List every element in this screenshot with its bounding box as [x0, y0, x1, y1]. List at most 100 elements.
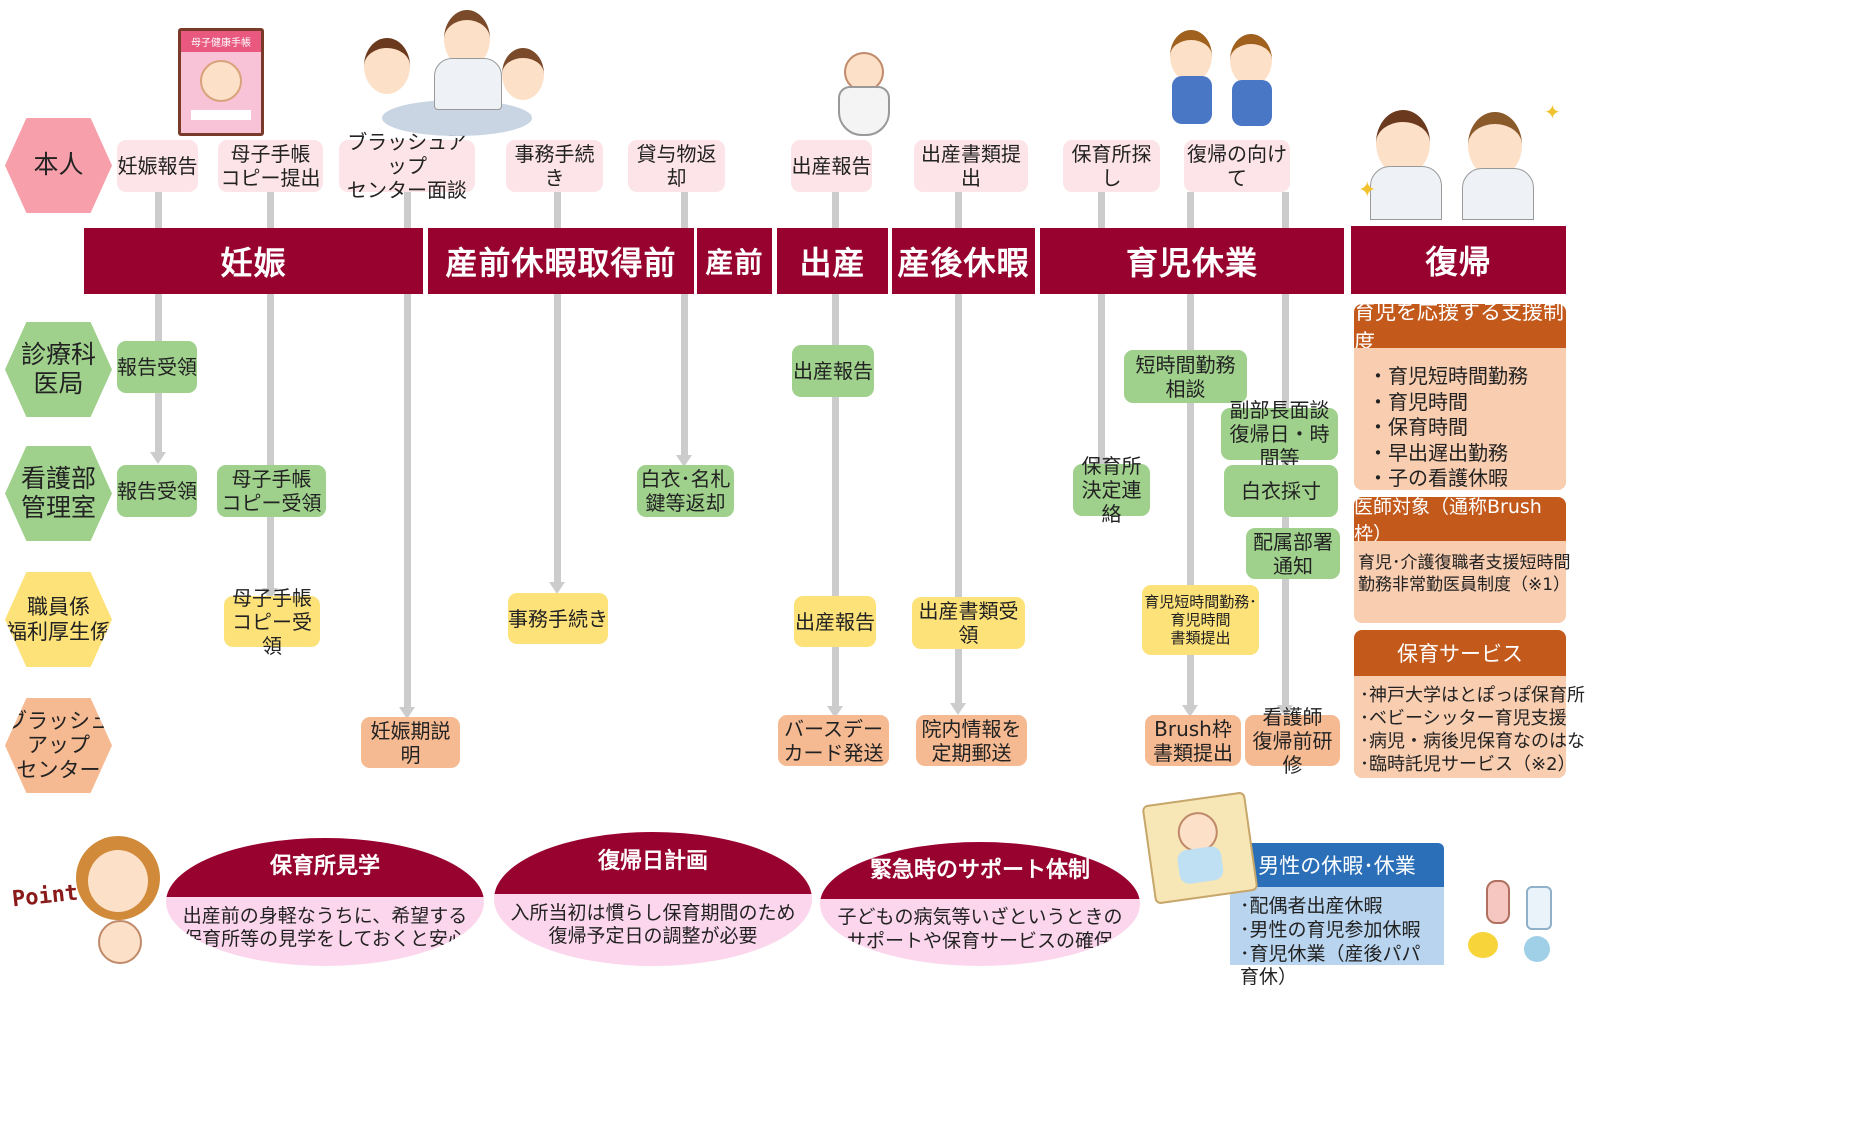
task-label: 短時間勤務 相談: [1135, 352, 1236, 401]
support-item: ・保育時間: [1368, 415, 1468, 440]
support-ikuji-title: 育児を応援する支援制度: [1354, 300, 1566, 354]
support-item: ･病児・病後児保育なのはな: [1360, 731, 1585, 753]
male-leave-item: ･配偶者出産休暇: [1240, 895, 1383, 917]
task-label: バースデー カード発送: [783, 716, 884, 765]
baby-face-small: [98, 920, 142, 964]
role-shinryo-label: 診療科 医局: [20, 339, 96, 398]
role-honnin-label: 本人: [33, 150, 84, 180]
task-label: 事務手続き: [508, 606, 608, 631]
task-label: Brush枠 書類提出: [1153, 716, 1233, 765]
staff-body-center: [434, 58, 502, 110]
support-item: ･ベビーシッター育児支援: [1360, 708, 1567, 730]
oval-line: 入所当初は慣らし保育期間のため: [510, 901, 796, 924]
brush-task-birthday-card: バースデー カード発送: [778, 715, 889, 766]
task-label: 副部長面談 復帰日・時間等: [1229, 398, 1330, 470]
baby-face: [844, 52, 884, 92]
phase-sanzen: 産前: [697, 228, 772, 294]
children-illustration: [1158, 20, 1288, 132]
role-shokuin-label: 職員係 福利厚生係: [6, 595, 111, 644]
oval-line: 出産前の身軽なうちに、希望する: [182, 904, 468, 927]
male-leave-list: ･配偶者出産休暇･男性の育児参加休暇･育児休業（産後パパ育休）: [1230, 887, 1444, 988]
kango-task-houkoku-juryo: 報告受領: [117, 465, 197, 517]
brush-task-kangoshi-kenshu: 看護師 復帰前研修: [1245, 705, 1340, 777]
oval-title: 保育所見学: [269, 854, 380, 880]
male-leave-title: 男性の休暇･休業: [1230, 843, 1444, 887]
support-ikuji-title-text: 育児を応援する支援制度: [1354, 300, 1564, 354]
kango-task-haizoku-tsuchi: 配属部署 通知: [1246, 528, 1340, 579]
phase-shussan: 出産: [777, 228, 888, 294]
honnin-task-jimu: 事務手続き: [506, 140, 603, 192]
shokuin-task-shussan-houkoku: 出産報告: [794, 596, 876, 647]
phase-sanzen-label: 産前: [705, 246, 764, 279]
support-item: ・早出遅出勤務: [1368, 440, 1508, 465]
shokuin-task-ikuji-shorui: 育児短時間勤務･ 育児時間 書類提出: [1142, 585, 1259, 655]
shinryo-task-houkoku-juryo: 報告受領: [117, 341, 197, 393]
task-label: 出産報告: [793, 359, 873, 383]
shokuin-task-jimu: 事務手続き: [508, 593, 608, 644]
male-leave-item: ･男性の育児参加休暇: [1240, 918, 1421, 941]
oval-header: [494, 832, 812, 894]
support-hoiku-list: ･神戸大学はとぽっぽ保育所･ベビーシッター育児支援･病児・病後児保育なのはな･臨…: [1354, 676, 1585, 778]
nurse-body-left: [1370, 166, 1442, 220]
phase-sango: 産後休暇: [892, 228, 1035, 294]
oval-line: 保育所等の見学をしておくと安心: [183, 928, 467, 951]
role-kango: 看護部 管理室: [5, 446, 112, 541]
support-item: 勤務非常勤医員制度（※1）: [1358, 574, 1571, 595]
connector-arrow: [1182, 705, 1198, 717]
brush-task-innai-joho: 院内情報を 定期郵送: [916, 715, 1027, 766]
connector-line: [267, 192, 274, 592]
male-leave-item: ･育児休業（産後パパ育休）: [1240, 942, 1421, 989]
task-label: 白衣･名札 鍵等返却: [640, 467, 731, 515]
child-face-right: [1230, 34, 1272, 86]
task-label: 母子手帳 コピー提出: [220, 142, 321, 190]
mother-baby-illustration: [70, 830, 166, 965]
honnin-task-shussan-houkoku: 出産報告: [791, 140, 872, 192]
connector-line: [955, 192, 962, 706]
support-item: ･臨時託児サービス（※2）: [1360, 754, 1576, 776]
kango-task-fukubuchou-mendan: 副部長面談 復帰日・時間等: [1221, 398, 1338, 470]
task-label: 白衣採寸: [1241, 479, 1321, 503]
staff-face-right: [502, 48, 544, 100]
task-label: 復帰の向けて: [1187, 142, 1287, 190]
phase-ninshin: 妊娠: [84, 228, 423, 294]
phase-ikuji-label: 育児休業: [1125, 244, 1258, 282]
connector-line: [1098, 192, 1105, 460]
task-label: 報告受領: [117, 355, 197, 379]
task-label: 母子手帳 コピー受領: [232, 585, 312, 658]
oval-header: [166, 838, 484, 897]
connector-arrow: [950, 703, 966, 715]
child-body-left: [1172, 76, 1212, 124]
task-label: 貸与物返却: [636, 142, 717, 190]
support-hoiku-title: 保育サービス: [1354, 630, 1566, 676]
role-honnin: 本人: [5, 118, 112, 213]
kango-task-hakui-saisun: 白衣採寸: [1224, 465, 1338, 517]
connector-line: [155, 192, 162, 454]
honnin-task-ninshin-houkoku: 妊娠報告: [117, 140, 198, 192]
task-label: 母子手帳 コピー受領: [221, 467, 322, 515]
phase-fukki-label: 復帰: [1425, 243, 1492, 281]
brush-task-ninshin-setsumei: 妊娠期説明: [361, 717, 460, 768]
baby-illustration: [828, 52, 894, 136]
toys-illustration: [1466, 880, 1562, 965]
oval-text: 子どもの病気等いざというときのサポートや保育サービスの確保: [820, 906, 1140, 954]
support-brush-title-text: 医師対象（通称Brush枠）: [1354, 496, 1542, 545]
oval-title: 復帰日計画: [597, 848, 708, 874]
role-shokuin: 職員係 福利厚生係: [5, 572, 112, 667]
role-brush-label: ブラッシュ アップ センター: [6, 709, 111, 782]
task-label: 保育所 決定連絡: [1081, 454, 1142, 526]
phase-sanzen-shutoku-label: 産前休暇取得前: [445, 244, 677, 282]
task-label: 院内情報を 定期郵送: [921, 716, 1022, 765]
oval-line: サポートや保育サービスの確保: [846, 930, 1113, 953]
support-brush-title: 医師対象（通称Brush枠）: [1354, 496, 1566, 545]
baby-body-mat: [1176, 845, 1225, 886]
connector-arrow: [676, 455, 692, 467]
support-item: ・子の看護休暇: [1368, 466, 1508, 491]
point-hoikusho-kengaku: 保育所見学 出産前の身軽なうちに、希望する保育所等の見学をしておくと安心: [166, 838, 484, 966]
male-leave-title-text: 男性の休暇･休業: [1258, 854, 1416, 878]
connector-arrow: [1277, 705, 1293, 717]
honnin-task-fukki: 復帰の向けて: [1184, 140, 1290, 192]
shokuin-task-boshi-copy-juryo: 母子手帳 コピー受領: [224, 586, 320, 658]
point-fukki-keikaku: 復帰日計画 入所当初は慣らし保育期間のため復帰予定日の調整が必要: [494, 832, 812, 966]
oval-line: 子どもの病気等いざというときの: [837, 906, 1123, 929]
brush-task-brush-waku: Brush枠 書類提出: [1145, 715, 1241, 766]
